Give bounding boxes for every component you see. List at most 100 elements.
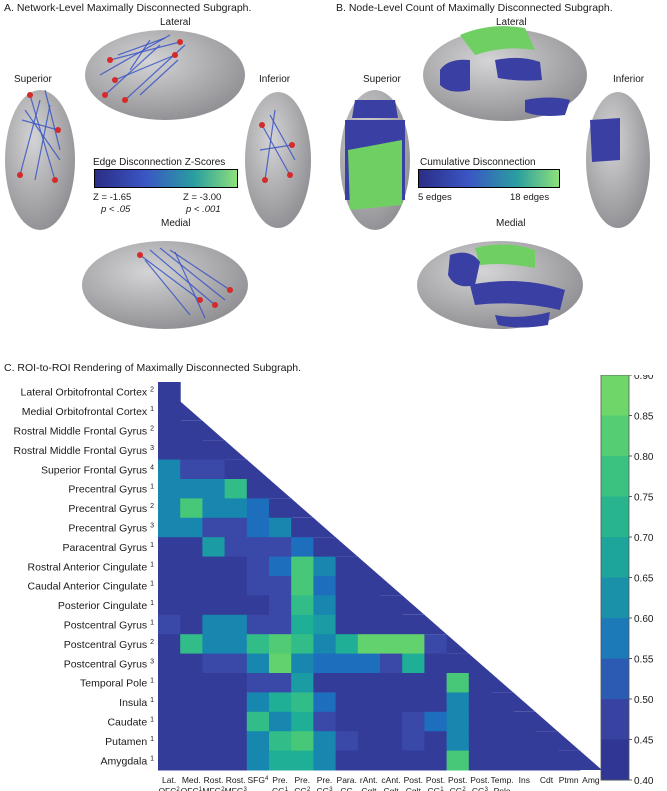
column-label-line2: CG3: [316, 786, 333, 791]
heatmap-cell: [180, 673, 203, 693]
column-label-line2: OFC1: [181, 786, 203, 791]
heatmap-cell: [535, 731, 559, 752]
column-label-line2: Cglt: [384, 786, 400, 791]
panel-b-legend-title: Cumulative Disconnection: [420, 157, 536, 168]
heatmap-cell: [269, 537, 292, 558]
column-label: rAnt.: [360, 775, 378, 785]
heatmap-cell: [513, 711, 536, 732]
heatmap-cell: [535, 750, 559, 771]
heatmap-diagonal-cell: [313, 517, 336, 538]
heatmap-cell: [180, 653, 203, 674]
heatmap-cell: [202, 440, 226, 461]
heatmap-cell: [291, 692, 314, 713]
heatmap-cell: [313, 750, 337, 771]
panel-c-title: C. ROI-to-ROI Rendering of Maximally Dis…: [4, 362, 302, 374]
heatmap-cell: [402, 731, 425, 752]
heatmap-cell: [269, 711, 292, 732]
heatmap-cell: [224, 498, 248, 519]
column-label-line2: CG1: [427, 786, 444, 791]
heatmap-cell: [224, 556, 248, 577]
heatmap-cell: [158, 459, 181, 480]
heatmap-diagonal-cell: [380, 576, 403, 596]
column-label: Post.: [448, 775, 467, 785]
heatmap-cell: [357, 576, 381, 596]
colorbar-segment: [601, 739, 629, 781]
heatmap-cell: [202, 595, 226, 616]
heatmap-cell: [291, 634, 314, 655]
colorbar-tick-label: 0.50: [634, 695, 654, 706]
colorbar-segment: [601, 456, 629, 497]
heatmap-cell: [246, 537, 270, 558]
heatmap-cell: [180, 634, 203, 655]
column-label-line2: CG2: [450, 786, 467, 791]
heatmap-cell: [335, 711, 359, 732]
heatmap-cell: [424, 731, 448, 752]
heatmap-cell: [313, 653, 337, 674]
heatmap-cell: [158, 420, 181, 441]
panel-a-legend-left-p: p < .05: [101, 204, 131, 215]
heatmap-cell: [291, 537, 314, 558]
heatmap-cell: [424, 711, 448, 732]
heatmap-cell: [313, 614, 337, 635]
heatmap-cell: [202, 517, 226, 538]
heatmap-cell: [446, 653, 470, 674]
heatmap-cell: [380, 653, 403, 674]
colorbar-tick-label: 0.45: [634, 736, 654, 747]
heatmap-cell: [357, 711, 381, 732]
heatmap-cell: [357, 653, 381, 674]
row-label: Postcentral Gyrus 2: [64, 639, 154, 651]
colorbar-segment: [601, 537, 629, 578]
heatmap-cell: [180, 459, 203, 480]
heatmap-cell: [158, 401, 181, 422]
heatmap-cell: [446, 711, 470, 732]
heatmap-cell: [468, 692, 492, 713]
heatmap-cell: [446, 692, 470, 713]
colorbar-tick-label: 0.55: [634, 655, 654, 666]
row-label: Insula 1: [119, 697, 154, 709]
heatmap-cell: [291, 576, 314, 596]
heatmap-cell: [246, 479, 270, 499]
panel-b-inferior-label: Inferior: [613, 74, 645, 85]
column-label: Post.: [404, 775, 423, 785]
heatmap-cell: [224, 479, 248, 499]
heatmap-cell: [224, 731, 248, 752]
heatmap-cell: [269, 576, 292, 596]
heatmap-cell: [291, 517, 314, 538]
heatmap-cell: [269, 653, 292, 674]
heatmap-diagonal-cell: [491, 673, 514, 693]
colorbar-tick-label: 0.75: [634, 493, 654, 504]
panel-a-title: A. Network-Level Maximally Disconnected …: [4, 2, 252, 14]
heatmap-cell: [224, 614, 248, 635]
column-label-line2: CG2: [294, 786, 311, 791]
heatmap-cell: [158, 440, 181, 461]
heatmap-cell: [202, 614, 226, 635]
heatmap-cell: [180, 576, 203, 596]
panel-a-legend-title: Edge Disconnection Z-Scores: [93, 157, 226, 168]
heatmap-cell: [357, 673, 381, 693]
column-label: cAnt.: [381, 775, 400, 785]
heatmap-cell: [357, 595, 381, 616]
heatmap-cell: [269, 634, 292, 655]
heatmap-cell: [158, 731, 181, 752]
heatmap-cell: [313, 576, 337, 596]
heatmap-cell: [202, 634, 226, 655]
column-label: Rost.: [226, 775, 246, 785]
row-label: Lateral Orbitofrontal Cortex 2: [21, 387, 155, 399]
heatmap-cell: [313, 537, 337, 558]
heatmap-cell: [202, 673, 226, 693]
heatmap-cell: [180, 517, 203, 538]
heatmap-cell: [380, 673, 403, 693]
heatmap-cell: [180, 750, 203, 771]
heatmap-cell: [491, 731, 514, 752]
panel-b-legend-left: 5 edges: [418, 192, 452, 203]
heatmap-cell: [380, 634, 403, 655]
heatmap-cell: [380, 731, 403, 752]
heatmap-cell: [402, 711, 425, 732]
heatmap-cell: [224, 750, 248, 771]
heatmap-cell: [468, 711, 492, 732]
colorbar-tick-label: 0.85: [634, 412, 654, 423]
row-label: Paracentral Gyrus 1: [63, 542, 155, 554]
heatmap-cell: [202, 537, 226, 558]
heatmap-cell: [380, 711, 403, 732]
heatmap-diagonal-cell: [357, 556, 380, 576]
